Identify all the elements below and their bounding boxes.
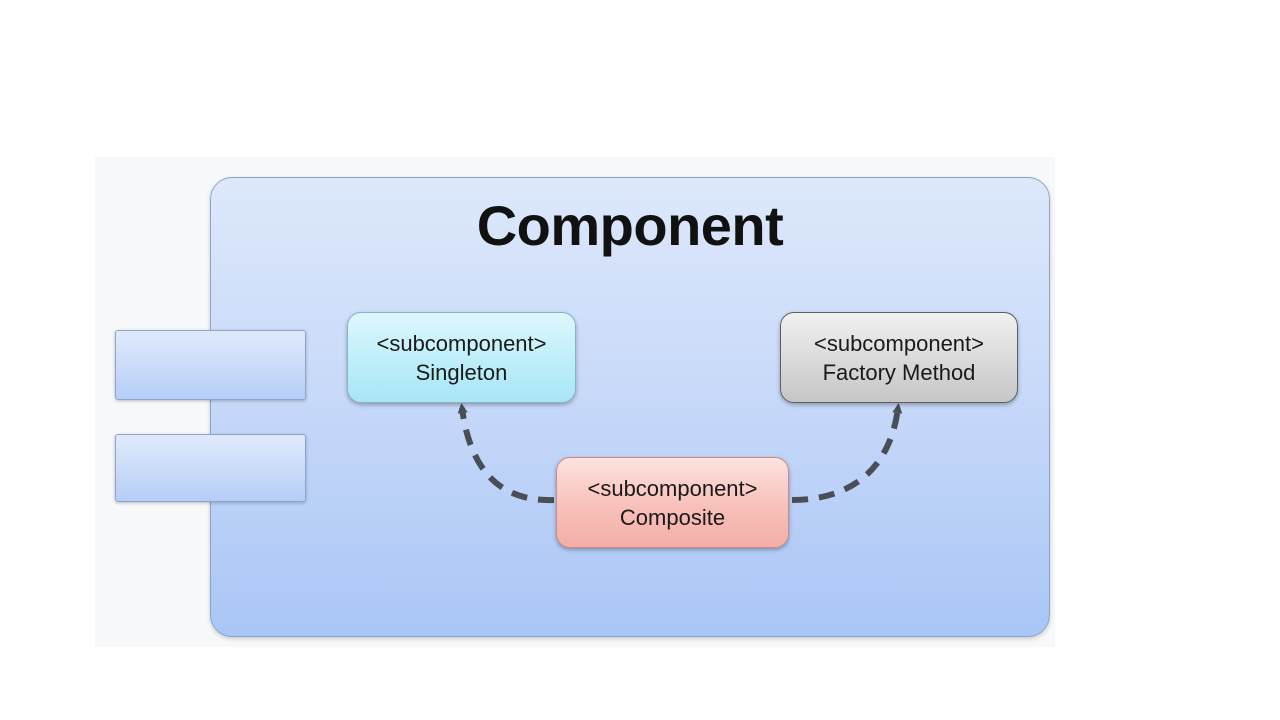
subcomponent-stereotype: <subcomponent> (813, 330, 985, 356)
subcomponent-stereotype: <subcomponent> (376, 330, 547, 356)
subcomponent-name: Singleton (415, 359, 508, 385)
component-box (210, 177, 1050, 637)
subcomponent-composite: <subcomponent> Composite (556, 457, 789, 548)
component-title: Component (476, 194, 784, 257)
subcomponent-singleton: <subcomponent> Singleton (347, 312, 576, 403)
component-port-lower (115, 434, 306, 502)
subcomponent-factory-method: <subcomponent> Factory Method (780, 312, 1018, 403)
subcomponent-stereotype: <subcomponent> (587, 475, 758, 501)
subcomponent-name: Factory Method (822, 359, 976, 385)
component-port-upper (115, 330, 306, 400)
subcomponent-name: Composite (619, 504, 726, 530)
